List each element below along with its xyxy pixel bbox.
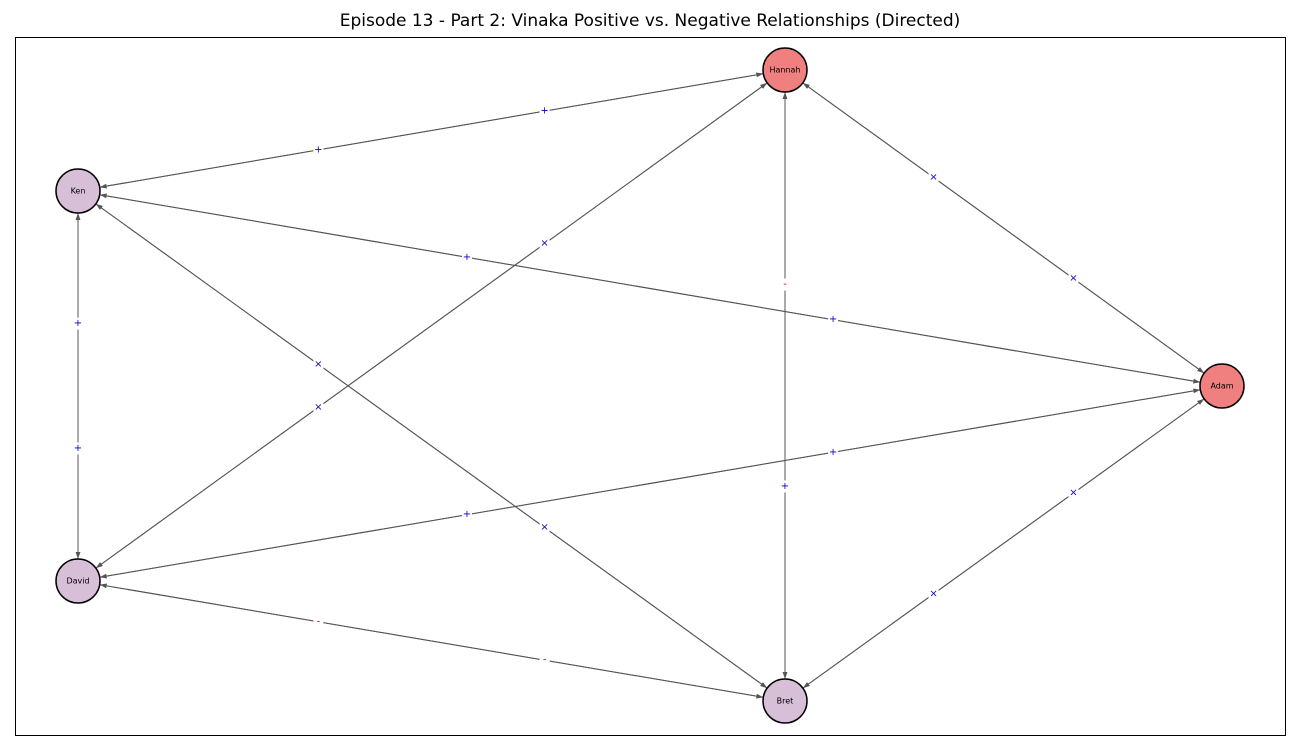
edge-label-bg bbox=[73, 442, 83, 455]
diagram-title: Episode 13 - Part 2: Vinaka Positive vs.… bbox=[339, 11, 961, 31]
plot-frame bbox=[15, 37, 1286, 736]
edge-label-bg bbox=[928, 587, 939, 600]
node-bret: Bret bbox=[762, 678, 808, 724]
edge-label-bg bbox=[461, 251, 472, 264]
node-david: David bbox=[55, 558, 101, 604]
edge-label-bg bbox=[313, 358, 324, 371]
edge-bret-to-ken bbox=[95, 203, 768, 689]
edge-label-adam-to-david: + bbox=[829, 447, 837, 458]
edge-label-bg bbox=[828, 446, 839, 459]
edge-label-adam-to-ken: + bbox=[829, 314, 837, 325]
edge-label-adam-to-bret: × bbox=[1069, 488, 1077, 499]
edge-label-david-to-ken: + bbox=[74, 443, 82, 454]
edge-labels-layer: + + × × × × + - + + + + × × + + × × - - bbox=[73, 105, 1079, 667]
node-label-bret: Bret bbox=[777, 697, 794, 706]
edge-label-bret-to-adam: × bbox=[929, 588, 937, 599]
node-ken: Ken bbox=[55, 168, 101, 214]
edge-label-adam-to-hannah: × bbox=[1069, 273, 1077, 284]
node-circle-david bbox=[55, 558, 101, 604]
edge-label-bg bbox=[780, 480, 790, 493]
edge-ken-to-adam bbox=[99, 194, 1201, 384]
edge-label-ken-to-hannah: + bbox=[314, 144, 322, 155]
edge-label-bg bbox=[313, 401, 324, 414]
edge-label-hannah-to-adam: × bbox=[929, 172, 937, 183]
edge-hannah-to-ken bbox=[99, 73, 764, 189]
node-circle-bret bbox=[762, 678, 808, 724]
edge-label-ken-to-david: + bbox=[74, 318, 82, 329]
edges-layer bbox=[75, 72, 1205, 699]
edge-bret-to-adam bbox=[802, 398, 1205, 689]
edge-label-hannah-to-bret: - bbox=[783, 279, 787, 290]
edge-label-bg bbox=[539, 105, 550, 118]
edge-label-bg bbox=[313, 143, 324, 156]
edge-david-to-hannah bbox=[95, 82, 768, 569]
edge-label-bg bbox=[461, 508, 472, 521]
edge-label-bret-to-ken: × bbox=[540, 522, 548, 533]
edge-label-ken-to-adam: + bbox=[463, 252, 471, 263]
edge-label-bg bbox=[73, 317, 83, 330]
edge-label-hannah-to-ken: + bbox=[540, 106, 548, 117]
edge-label-bg bbox=[928, 171, 939, 184]
edge-label-ken-to-bret: × bbox=[314, 359, 322, 370]
edge-label-david-to-hannah: × bbox=[314, 402, 322, 413]
edge-label-bg bbox=[539, 654, 550, 667]
edge-label-bg bbox=[1068, 272, 1079, 285]
edge-label-david-to-adam: + bbox=[463, 509, 471, 520]
edge-label-bg bbox=[780, 278, 790, 291]
node-label-david: David bbox=[66, 577, 89, 586]
node-label-hannah: Hannah bbox=[769, 66, 800, 75]
edge-label-bg bbox=[539, 521, 550, 534]
edge-david-to-adam bbox=[99, 388, 1201, 578]
node-circle-adam bbox=[1199, 363, 1245, 409]
edge-label-bg bbox=[1068, 487, 1079, 500]
edge-adam-to-hannah bbox=[802, 82, 1205, 374]
node-label-adam: Adam bbox=[1210, 382, 1233, 391]
node-adam: Adam bbox=[1199, 363, 1245, 409]
edge-label-hannah-to-david: × bbox=[540, 238, 548, 249]
edge-label-bret-to-david: - bbox=[543, 655, 547, 666]
node-circle-hannah bbox=[762, 47, 808, 93]
edge-label-bg bbox=[539, 237, 550, 250]
edge-label-bret-to-hannah: + bbox=[781, 481, 789, 492]
edge-label-david-to-bret: - bbox=[317, 616, 321, 627]
edge-label-bg bbox=[828, 313, 839, 326]
node-label-ken: Ken bbox=[71, 187, 86, 196]
edge-label-bg bbox=[313, 615, 324, 628]
edge-david-to-bret bbox=[99, 584, 764, 699]
node-hannah: Hannah bbox=[762, 47, 808, 93]
node-circle-ken bbox=[55, 168, 101, 214]
